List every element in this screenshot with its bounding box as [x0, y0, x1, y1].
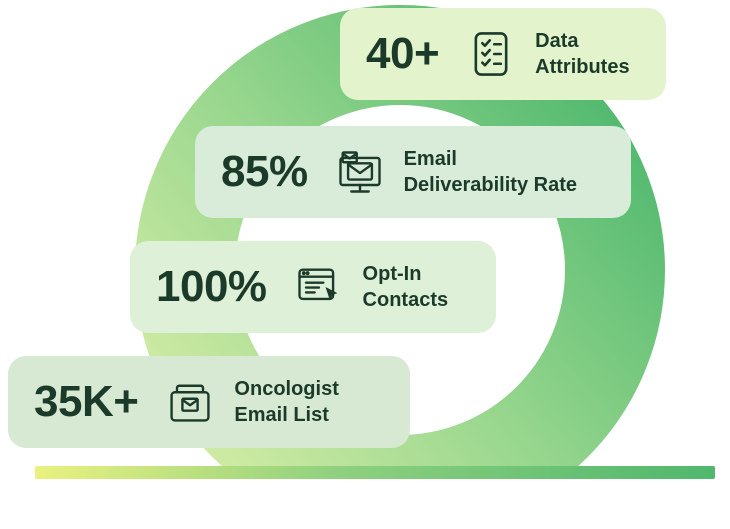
- stat-card-oncologist-email-list: 35K+ Oncologist Email List: [8, 356, 410, 448]
- stat-label-line1: Data: [535, 30, 579, 52]
- stat-label-line2: Email List: [234, 404, 329, 426]
- stat-label-line2: Attributes: [535, 56, 630, 78]
- stat-value: 100%: [156, 262, 267, 311]
- stat-value: 40+: [366, 29, 440, 78]
- stat-label: Data Attributes: [535, 28, 629, 80]
- stat-label-line2: Contacts: [362, 289, 449, 311]
- email-monitor-icon: [334, 146, 386, 198]
- bottom-gradient-bar: [35, 466, 715, 479]
- stat-value: 35K+: [34, 377, 139, 426]
- stat-label-line1: Opt-In: [362, 263, 422, 285]
- stat-label: Oncologist Email List: [234, 376, 338, 428]
- stat-label-line1: Email: [403, 148, 457, 170]
- stat-card-data-attributes: 40+ Data Attributes: [340, 8, 666, 100]
- stat-card-opt-in-contacts: 100% Opt-In Contacts: [130, 241, 496, 333]
- opt-in-click-icon: [293, 261, 345, 313]
- stat-label: Email Deliverability Rate: [404, 146, 577, 198]
- stat-label: Opt-In Contacts: [363, 261, 449, 313]
- checklist-icon: [465, 28, 517, 80]
- stat-label-line2: Deliverability Rate: [403, 174, 577, 196]
- stat-card-email-deliverability: 85% Email Deliverability Rate: [195, 126, 631, 218]
- stat-value: 85%: [221, 147, 308, 196]
- stat-label-line1: Oncologist: [234, 378, 339, 400]
- email-folder-icon: [164, 376, 216, 428]
